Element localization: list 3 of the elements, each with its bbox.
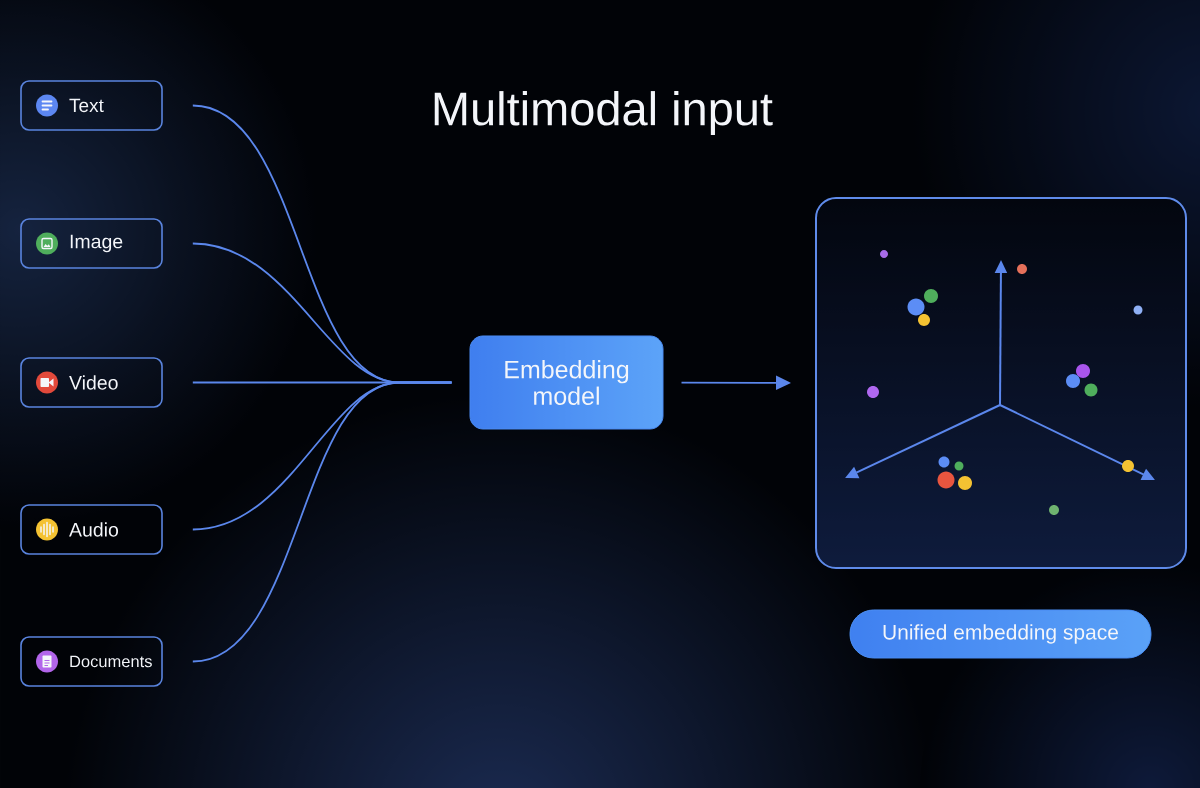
title: Multimodal input	[434, 91, 773, 135]
input-box: Text	[20, 80, 163, 131]
input-box: Image	[20, 218, 163, 269]
